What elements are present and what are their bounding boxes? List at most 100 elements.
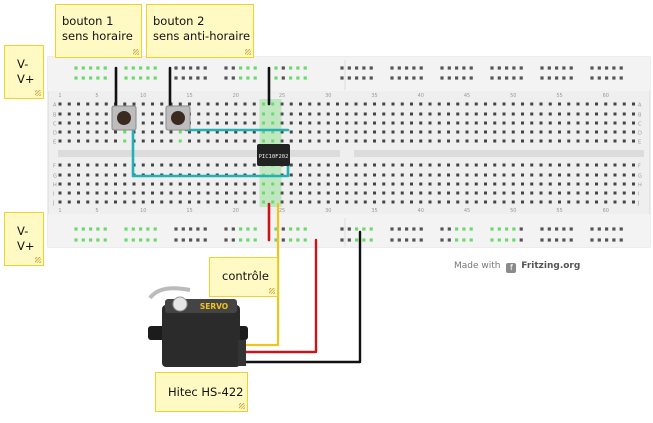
terminal-hole — [206, 139, 210, 143]
terminal-hole — [595, 191, 598, 195]
rail-hole — [562, 66, 566, 70]
column-number: 10 — [140, 208, 146, 214]
rail-hole — [146, 66, 150, 70]
row-letter: D — [638, 131, 642, 137]
terminal-hole — [437, 112, 441, 116]
column-number: 1 — [58, 208, 61, 214]
terminal-hole — [104, 191, 108, 195]
terminal-hole — [345, 163, 349, 167]
rail-hole — [612, 66, 616, 70]
terminal-hole — [141, 191, 145, 195]
terminal-hole — [225, 112, 228, 116]
attribution-made-with: Made with — [454, 261, 501, 271]
terminal-hole — [225, 139, 228, 143]
terminal-hole — [234, 182, 238, 186]
rail-hole — [569, 66, 573, 70]
rail-hole — [153, 227, 157, 231]
terminal-hole — [206, 121, 210, 125]
terminal-hole — [373, 163, 376, 167]
terminal-hole — [252, 102, 256, 106]
terminal-hole — [225, 102, 228, 106]
terminal-hole — [382, 130, 386, 134]
terminal-hole — [299, 121, 302, 125]
rail-hole — [390, 76, 394, 80]
rail-hole — [562, 76, 566, 80]
rail-hole — [390, 227, 394, 231]
rail-hole — [540, 238, 544, 242]
terminal-hole — [373, 173, 376, 177]
terminal-hole — [511, 112, 515, 116]
terminal-hole — [95, 191, 99, 195]
terminal-hole — [632, 163, 635, 167]
terminal-hole — [632, 191, 635, 195]
rail-hole — [490, 66, 494, 70]
terminal-hole — [437, 130, 441, 134]
terminal-hole — [613, 191, 617, 195]
terminal-hole — [206, 102, 210, 106]
rail-hole — [153, 66, 157, 70]
terminal-hole — [132, 191, 136, 195]
terminal-hole — [539, 139, 543, 143]
terminal-hole — [567, 191, 571, 195]
terminal-hole — [215, 121, 219, 125]
terminal-hole — [234, 102, 238, 106]
terminal-hole — [299, 182, 302, 186]
terminal-hole — [280, 182, 284, 186]
terminal-hole — [271, 191, 275, 195]
terminal-hole — [280, 130, 284, 134]
terminal-hole — [308, 112, 312, 116]
terminal-hole — [363, 130, 367, 134]
note-rail-bottom-line1: V- — [17, 224, 29, 238]
terminal-hole — [539, 102, 543, 106]
terminal-hole — [77, 139, 80, 143]
rail-hole — [181, 238, 185, 242]
terminal-hole — [188, 191, 191, 195]
terminal-hole — [576, 130, 580, 134]
terminal-hole — [539, 112, 543, 116]
rail-hole — [224, 66, 228, 70]
terminal-hole — [363, 102, 367, 106]
terminal-hole — [363, 200, 367, 204]
terminal-hole — [234, 112, 238, 116]
servo-shaft — [172, 296, 188, 312]
terminal-hole — [234, 163, 238, 167]
terminal-hole — [465, 102, 469, 106]
terminal-hole — [382, 191, 386, 195]
terminal-hole — [363, 112, 367, 116]
rail-hole — [355, 76, 359, 80]
terminal-hole — [225, 163, 228, 167]
rail-hole — [274, 238, 278, 242]
terminal-hole — [585, 191, 589, 195]
terminal-hole — [585, 130, 589, 134]
rail-hole — [597, 76, 601, 80]
terminal-hole — [447, 121, 450, 125]
terminal-hole — [493, 112, 497, 116]
terminal-hole — [511, 139, 515, 143]
terminal-hole — [336, 130, 339, 134]
terminal-hole — [86, 102, 90, 106]
terminal-hole — [558, 200, 561, 204]
terminal-hole — [595, 163, 598, 167]
row-letter: I — [638, 192, 639, 198]
terminal-hole — [465, 121, 469, 125]
terminal-hole — [595, 112, 598, 116]
terminal-hole — [622, 112, 626, 116]
rail-hole — [590, 66, 594, 70]
terminal-hole — [567, 130, 571, 134]
terminal-hole — [456, 139, 460, 143]
terminal-hole — [373, 112, 376, 116]
rail-hole — [246, 238, 250, 242]
terminal-hole — [456, 112, 460, 116]
rail-hole — [369, 227, 373, 231]
terminal-hole — [354, 130, 358, 134]
terminal-hole — [437, 200, 441, 204]
terminal-hole — [622, 191, 626, 195]
rail-hole — [246, 76, 250, 80]
rail-hole — [569, 76, 573, 80]
rail-hole — [597, 227, 601, 231]
rail-hole — [490, 238, 494, 242]
row-letter: A — [53, 103, 57, 109]
terminal-hole — [511, 191, 515, 195]
terminal-hole — [336, 139, 339, 143]
rail-hole — [124, 227, 128, 231]
